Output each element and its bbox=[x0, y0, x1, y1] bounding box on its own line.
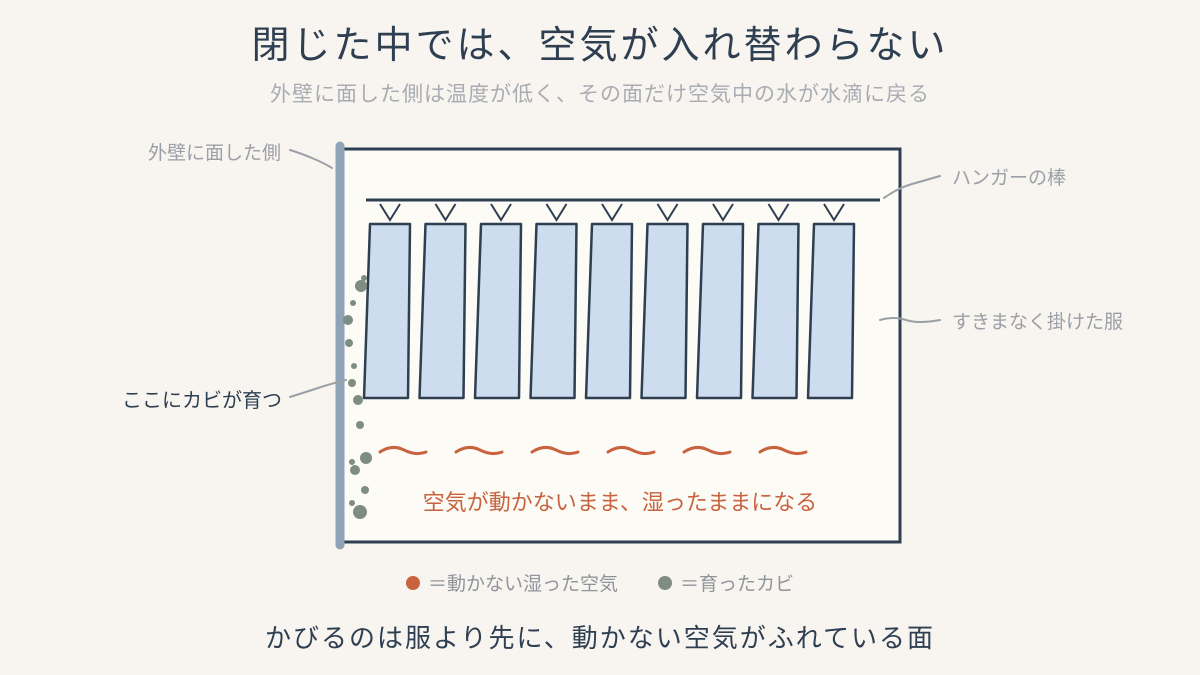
hanger-icon bbox=[601, 203, 623, 222]
humid-air-group bbox=[378, 445, 808, 456]
page-title: 閉じた中では、空気が入れ替わらない bbox=[251, 23, 949, 67]
mold-spot bbox=[350, 300, 356, 306]
legend: ＝動かない湿った空気 ＝育ったカビ bbox=[0, 569, 1200, 596]
page-subtitle: 外壁に面した側は温度が低く、その面だけ空気中の水が水滴に戻る bbox=[270, 82, 930, 106]
humid-air-wave bbox=[682, 445, 732, 456]
mold-spot bbox=[361, 486, 369, 494]
mold-dot-icon bbox=[658, 575, 672, 590]
garment bbox=[529, 222, 578, 400]
garment bbox=[473, 222, 523, 400]
humid-air-wave bbox=[606, 445, 656, 456]
mold-spot bbox=[353, 505, 367, 519]
garment bbox=[751, 222, 800, 400]
leader-outer-wall bbox=[289, 149, 333, 169]
humid-air-wave bbox=[454, 445, 504, 456]
conclusion-text: かびるのは服より先に、動かない空気がふれている面 bbox=[265, 624, 935, 654]
garment bbox=[695, 222, 745, 400]
mold-spot bbox=[349, 459, 355, 465]
garment bbox=[640, 222, 689, 400]
mold-spot bbox=[360, 452, 372, 464]
leader-mold bbox=[289, 379, 347, 398]
garment bbox=[362, 222, 412, 400]
mold-spot bbox=[343, 315, 353, 325]
mold-spots bbox=[343, 275, 372, 519]
humid-air-wave bbox=[530, 445, 580, 456]
label-hanger-rod: ハンガーの棒 bbox=[952, 167, 1066, 189]
mold-spot bbox=[348, 379, 356, 387]
hanger-icon bbox=[656, 203, 679, 222]
humid-air-wave bbox=[378, 445, 428, 456]
hanger-icon bbox=[434, 203, 457, 222]
humid-air-dot-icon bbox=[405, 575, 420, 590]
label-mold-here: ここにカビが育つ bbox=[122, 388, 282, 412]
mold-spot bbox=[351, 363, 357, 369]
garments-group bbox=[362, 203, 856, 400]
hanger-icon bbox=[712, 203, 734, 222]
humid-air-wave bbox=[758, 445, 808, 456]
label-outer-wall: 外壁に面した側 bbox=[148, 142, 281, 164]
leader-clothes bbox=[879, 317, 941, 323]
mold-spot bbox=[361, 275, 367, 281]
mold-spot bbox=[349, 500, 355, 506]
hanger-icon bbox=[545, 203, 568, 222]
garment bbox=[418, 222, 467, 400]
mold-spot bbox=[356, 421, 364, 429]
hanger-icon bbox=[490, 203, 512, 222]
mold-spot bbox=[350, 465, 360, 475]
mold-spot bbox=[355, 280, 367, 292]
hanger-icon bbox=[823, 203, 845, 222]
closet-caption: 空気が動かないまま、湿ったままになる bbox=[423, 491, 817, 516]
legend-air-label: ＝動かない湿った空気 bbox=[427, 573, 618, 595]
garment bbox=[584, 222, 634, 400]
label-clothes: すきまなく掛けた服 bbox=[952, 311, 1123, 333]
hanger-icon bbox=[767, 203, 790, 222]
hanger-icon bbox=[379, 203, 401, 222]
leader-hanger-rod bbox=[883, 175, 941, 199]
legend-mold-label: ＝育ったカビ bbox=[680, 573, 795, 595]
legend-item-air: ＝動かない湿った空気 bbox=[405, 569, 618, 596]
mold-spot bbox=[345, 339, 353, 347]
mold-spot bbox=[353, 395, 363, 405]
garment bbox=[806, 222, 856, 400]
legend-item-mold: ＝育ったカビ bbox=[658, 569, 794, 596]
